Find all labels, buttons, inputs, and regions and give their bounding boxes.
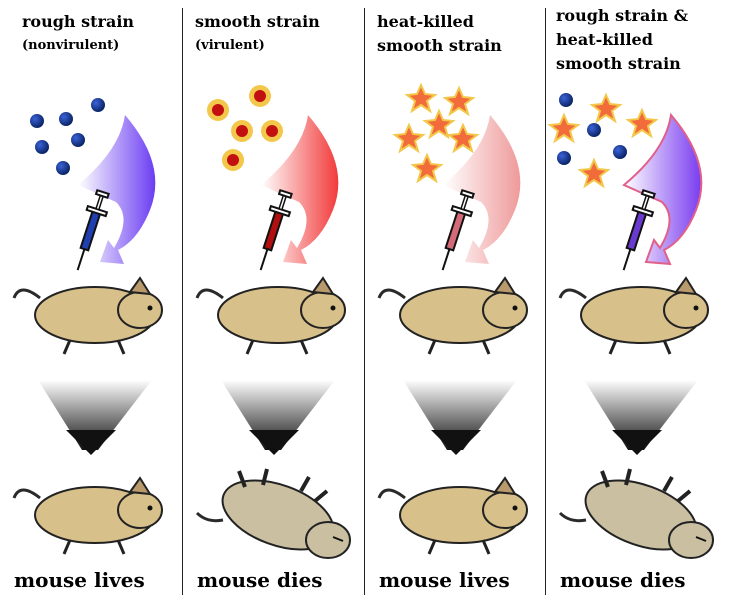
syringe bbox=[76, 188, 110, 271]
panel-title: smooth strain (virulent) bbox=[195, 10, 320, 58]
panel-divider bbox=[364, 8, 365, 595]
title-line-2: smooth strain bbox=[377, 36, 502, 55]
outcome-label: mouse dies bbox=[560, 568, 686, 592]
title-line-3: smooth strain bbox=[556, 54, 681, 73]
outcome-label: mouse lives bbox=[14, 568, 145, 592]
mouse-alive bbox=[12, 276, 163, 355]
outcome-funnel bbox=[584, 380, 698, 450]
rough-bacteria-cells bbox=[30, 98, 105, 175]
title-line-2: (virulent) bbox=[195, 38, 265, 53]
mouse-alive bbox=[12, 476, 163, 555]
panel-divider bbox=[182, 8, 183, 595]
outcome-label: mouse lives bbox=[379, 568, 510, 592]
outcome-funnel bbox=[403, 380, 517, 450]
smooth-bacteria-cells bbox=[207, 85, 283, 171]
mixed-bacteria-cells bbox=[547, 92, 659, 189]
injection-arrow bbox=[78, 115, 156, 264]
mouse-dead bbox=[195, 468, 351, 559]
heat-killed-bacteria-cells bbox=[392, 82, 480, 184]
mouse-alive bbox=[195, 276, 346, 355]
panel-title: heat-killed smooth strain bbox=[377, 10, 502, 58]
title-line-1: smooth strain bbox=[195, 12, 320, 31]
panel-divider bbox=[545, 8, 546, 595]
syringe bbox=[441, 188, 475, 271]
experiment-panel-smooth: smooth strain (virulent) bbox=[183, 0, 364, 607]
injection-arrow bbox=[443, 115, 521, 264]
experiment-panel-rough: rough strain (nonvirulent) bbox=[0, 0, 182, 607]
title-line-1: heat-killed bbox=[377, 12, 474, 31]
outcome-funnel bbox=[221, 380, 335, 450]
title-line-1: rough strain bbox=[22, 12, 135, 31]
outcome-funnel bbox=[38, 380, 152, 450]
panel-title: rough strain & heat-killed smooth strain bbox=[556, 4, 688, 76]
panel-illustration bbox=[12, 98, 163, 555]
experiment-panel-mixed: rough strain & heat-killed smooth strain bbox=[546, 0, 731, 607]
mouse-alive bbox=[377, 476, 528, 555]
title-line-2: heat-killed bbox=[556, 30, 653, 49]
panel-illustration bbox=[547, 92, 714, 559]
injection-arrow bbox=[622, 112, 703, 266]
syringe bbox=[259, 188, 293, 271]
experiment-panel-heat-killed: heat-killed smooth strain bbox=[365, 0, 545, 607]
syringe bbox=[622, 188, 656, 271]
mouse-alive bbox=[558, 276, 709, 355]
title-line-1: rough strain & bbox=[556, 6, 689, 25]
panel-title: rough strain (nonvirulent) bbox=[22, 10, 134, 58]
mouse-alive bbox=[377, 276, 528, 355]
title-line-2: (nonvirulent) bbox=[22, 38, 120, 53]
panel-illustration bbox=[195, 85, 351, 559]
mouse-dead bbox=[558, 468, 714, 559]
outcome-label: mouse dies bbox=[197, 568, 323, 592]
injection-arrow bbox=[261, 115, 339, 264]
panel-illustration bbox=[377, 82, 528, 555]
